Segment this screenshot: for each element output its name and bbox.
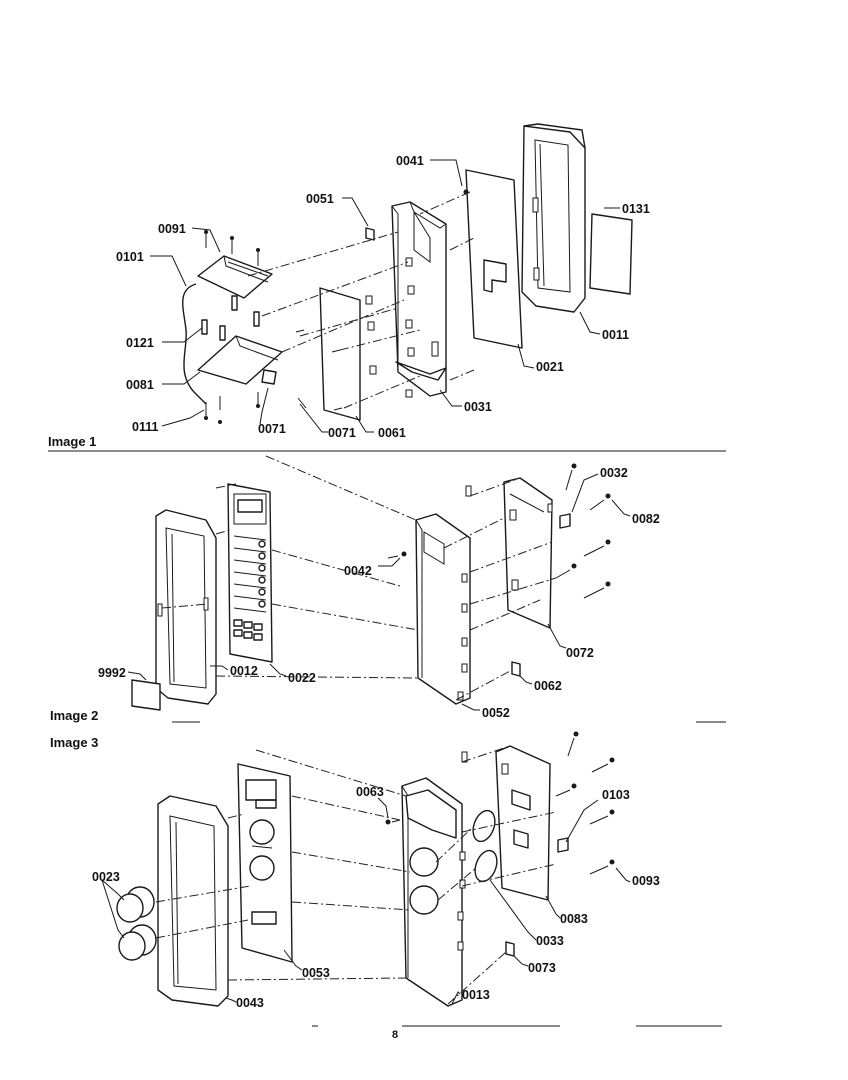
callout-0053: 0053 xyxy=(302,966,330,980)
door-frame-0043 xyxy=(157,795,229,1007)
control-chassis-0031 xyxy=(391,201,447,398)
label-sheet-0131 xyxy=(589,213,633,295)
control-panel-0022 xyxy=(227,483,273,663)
control-knobs-0023 xyxy=(116,886,157,961)
callout-0033: 0033 xyxy=(536,934,564,948)
callout-0013: 0013 xyxy=(462,988,490,1002)
callout-0051: 0051 xyxy=(306,192,334,206)
door-frame-0012 xyxy=(155,509,217,705)
standoffs-0121 xyxy=(201,295,260,341)
keypad-buttons xyxy=(233,535,267,641)
control-chassis-0013 xyxy=(401,751,468,1007)
screw-icon xyxy=(385,731,615,875)
wire-harness-0101 xyxy=(182,283,207,405)
assembly-guide-lines-3 xyxy=(155,745,557,1005)
callout-0062: 0062 xyxy=(534,679,562,693)
assembly-guide-lines-1 xyxy=(247,191,475,409)
clip-0032 xyxy=(559,513,571,529)
image-3-assembly: 0063 0103 0023 0093 0083 0033 0073 0053 … xyxy=(92,731,660,1010)
page-number: 8 xyxy=(392,1029,398,1041)
screw-icon xyxy=(204,189,469,424)
callout-0121: 0121 xyxy=(126,336,154,350)
callout-0032: 0032 xyxy=(600,466,628,480)
door-frame-0011 xyxy=(521,123,586,313)
circuit-board-0083 xyxy=(495,745,551,901)
callout-0091: 0091 xyxy=(158,222,186,236)
screw-icon xyxy=(387,463,611,599)
callout-0081: 0081 xyxy=(126,378,154,392)
control-panel-0053 xyxy=(237,763,293,963)
clip-0073 xyxy=(505,941,515,957)
upper-tray-0091 xyxy=(197,255,273,299)
callout-0101: 0101 xyxy=(116,250,144,264)
callout-0082: 0082 xyxy=(632,512,660,526)
callout-0063: 0063 xyxy=(356,785,384,799)
clip-0051 xyxy=(365,227,375,241)
seal-rings-0033 xyxy=(472,809,498,883)
clip-0062 xyxy=(511,661,521,677)
panel-sheet-0021 xyxy=(465,169,523,349)
image-1-assembly: 0041 0051 0091 0131 0101 0121 0011 0081 … xyxy=(116,123,650,440)
callout-0052: 0052 xyxy=(482,706,510,720)
assembly-guide-lines-2 xyxy=(161,455,557,701)
callout-9992: 9992 xyxy=(98,666,126,680)
circuit-board-0061 xyxy=(319,287,377,421)
leader-lines-3 xyxy=(101,797,631,1005)
callout-0061: 0061 xyxy=(378,426,406,440)
callout-0031: 0031 xyxy=(464,400,492,414)
callout-0041: 0041 xyxy=(396,154,424,168)
image-2-assembly: 0032 0082 0042 0072 9992 0012 0022 0062 … xyxy=(98,455,660,720)
label-sheet-9992 xyxy=(131,679,161,711)
circuit-board-0072 xyxy=(503,477,553,629)
callout-0111: 0111 xyxy=(132,420,158,434)
leader-lines-2 xyxy=(127,473,631,711)
callout-0071-bottom: 0071 xyxy=(328,426,356,440)
caption-image-1: Image 1 xyxy=(48,434,96,449)
page-footer: 8 xyxy=(312,1025,722,1041)
caption-image-3: Image 3 xyxy=(50,735,98,750)
callout-0071-top: 0071 xyxy=(258,422,286,436)
callout-0042: 0042 xyxy=(344,564,372,578)
callout-0023: 0023 xyxy=(92,870,120,884)
clip-0103 xyxy=(557,837,569,853)
leader-lines-1 xyxy=(150,159,620,433)
callout-0083: 0083 xyxy=(560,912,588,926)
callout-0131: 0131 xyxy=(622,202,650,216)
callout-0103: 0103 xyxy=(602,788,630,802)
callout-0022: 0022 xyxy=(288,671,316,685)
caption-image-2: Image 2 xyxy=(50,708,98,723)
callout-0043: 0043 xyxy=(236,996,264,1010)
callout-0011: 0011 xyxy=(602,328,629,342)
callout-0093: 0093 xyxy=(632,874,660,888)
callout-0072: 0072 xyxy=(566,646,594,660)
control-chassis-0052 xyxy=(415,485,472,705)
callout-0021: 0021 xyxy=(536,360,564,374)
bracket-0071 xyxy=(261,369,277,385)
callout-0012: 0012 xyxy=(230,664,258,678)
callout-0073: 0073 xyxy=(528,961,556,975)
